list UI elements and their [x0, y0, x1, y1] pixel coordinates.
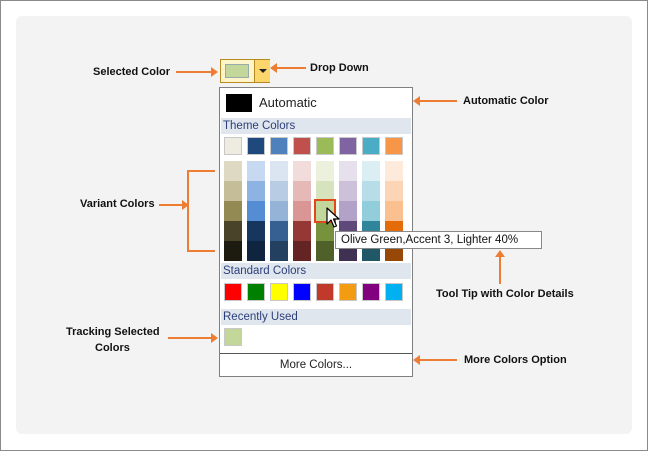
variant-color-cell[interactable]: [293, 201, 311, 221]
arrow-tooltip: [495, 250, 505, 284]
annotation-more-colors: More Colors Option: [464, 354, 567, 366]
variant-color-cell[interactable]: [224, 201, 242, 221]
annotation-automatic-color: Automatic Color: [463, 95, 549, 107]
variant-bracket: [187, 170, 215, 252]
variant-color-cell[interactable]: [224, 221, 242, 241]
variant-color-cell[interactable]: [224, 181, 242, 201]
variant-color-cell[interactable]: [270, 241, 288, 261]
mouse-cursor-icon: [326, 207, 340, 228]
variant-color-cell[interactable]: [339, 181, 357, 201]
variant-color-cell[interactable]: [339, 161, 357, 181]
standard-color-cell[interactable]: [270, 283, 288, 301]
selected-color-swatch[interactable]: [225, 64, 249, 78]
arrow-variant-colors: [159, 200, 189, 210]
variant-color-cell[interactable]: [316, 221, 334, 241]
standard-colors-header: Standard Colors: [221, 263, 411, 279]
variant-color-cell[interactable]: [247, 161, 265, 181]
standard-color-cell[interactable]: [385, 283, 403, 301]
automatic-swatch: [226, 94, 252, 112]
variant-color-cell[interactable]: [293, 161, 311, 181]
variant-color-cell[interactable]: [270, 181, 288, 201]
theme-color-cell[interactable]: [316, 137, 334, 155]
variant-color-cell[interactable]: [385, 201, 403, 221]
variant-color-cell[interactable]: [247, 201, 265, 221]
annotation-drop-down: Drop Down: [310, 62, 369, 74]
standard-color-cell[interactable]: [247, 283, 265, 301]
variant-color-cell[interactable]: [270, 221, 288, 241]
variant-color-cell[interactable]: [247, 181, 265, 201]
standard-color-cell[interactable]: [362, 283, 380, 301]
automatic-option[interactable]: Automatic: [224, 92, 408, 114]
arrow-selected-color: [176, 67, 218, 77]
variant-color-cell[interactable]: [247, 241, 265, 261]
variant-color-cell[interactable]: [316, 181, 334, 201]
theme-color-cell[interactable]: [362, 137, 380, 155]
standard-color-cell[interactable]: [293, 283, 311, 301]
theme-color-cell[interactable]: [385, 137, 403, 155]
variant-color-cell[interactable]: [293, 241, 311, 261]
color-tooltip: Olive Green,Accent 3, Lighter 40%: [335, 231, 542, 249]
variant-color-cell[interactable]: [339, 201, 357, 221]
variant-color-cell[interactable]: [316, 161, 334, 181]
variant-color-cell[interactable]: [362, 181, 380, 201]
standard-color-cell[interactable]: [339, 283, 357, 301]
variant-color-cell[interactable]: [270, 161, 288, 181]
theme-color-cell[interactable]: [293, 137, 311, 155]
variant-color-cell[interactable]: [316, 241, 334, 261]
theme-color-cell[interactable]: [270, 137, 288, 155]
recently-used-header: Recently Used: [221, 309, 411, 325]
variant-color-cell[interactable]: [362, 161, 380, 181]
theme-colors-header: Theme Colors: [221, 118, 411, 134]
automatic-label: Automatic: [259, 95, 317, 110]
theme-color-cell[interactable]: [339, 137, 357, 155]
variant-color-cell[interactable]: [362, 201, 380, 221]
variant-color-cell[interactable]: [293, 221, 311, 241]
dropdown-button[interactable]: [254, 60, 270, 82]
color-dropdown-panel: Automatic Theme Colors Standard Colors R…: [219, 87, 413, 377]
annotation-selected-color: Selected Color: [93, 66, 171, 78]
theme-color-cell[interactable]: [224, 137, 242, 155]
standard-color-cell[interactable]: [224, 283, 242, 301]
color-combo[interactable]: [220, 59, 270, 83]
more-colors-button[interactable]: More Colors...: [220, 353, 412, 377]
standard-color-cell[interactable]: [316, 283, 334, 301]
variant-color-cell[interactable]: [385, 181, 403, 201]
annotation-tooltip: Tool Tip with Color Details: [436, 288, 574, 300]
arrow-tracking: [168, 333, 218, 343]
hover-highlight: [314, 199, 336, 223]
arrow-more-colors: [413, 355, 457, 365]
variant-color-cell[interactable]: [224, 161, 242, 181]
theme-color-cell[interactable]: [247, 137, 265, 155]
variant-color-cell[interactable]: [385, 161, 403, 181]
annotation-tracking-1: Tracking Selected: [66, 326, 160, 338]
arrow-automatic-color: [413, 96, 457, 106]
variant-color-cell[interactable]: [224, 241, 242, 261]
variant-color-cell[interactable]: [247, 221, 265, 241]
recent-color-cell[interactable]: [224, 328, 242, 346]
annotation-variant-colors: Variant Colors: [80, 198, 155, 210]
variant-color-cell[interactable]: [270, 201, 288, 221]
annotation-tracking-2: Colors: [95, 342, 130, 354]
arrow-drop-down: [270, 63, 306, 73]
variant-color-cell[interactable]: [293, 181, 311, 201]
